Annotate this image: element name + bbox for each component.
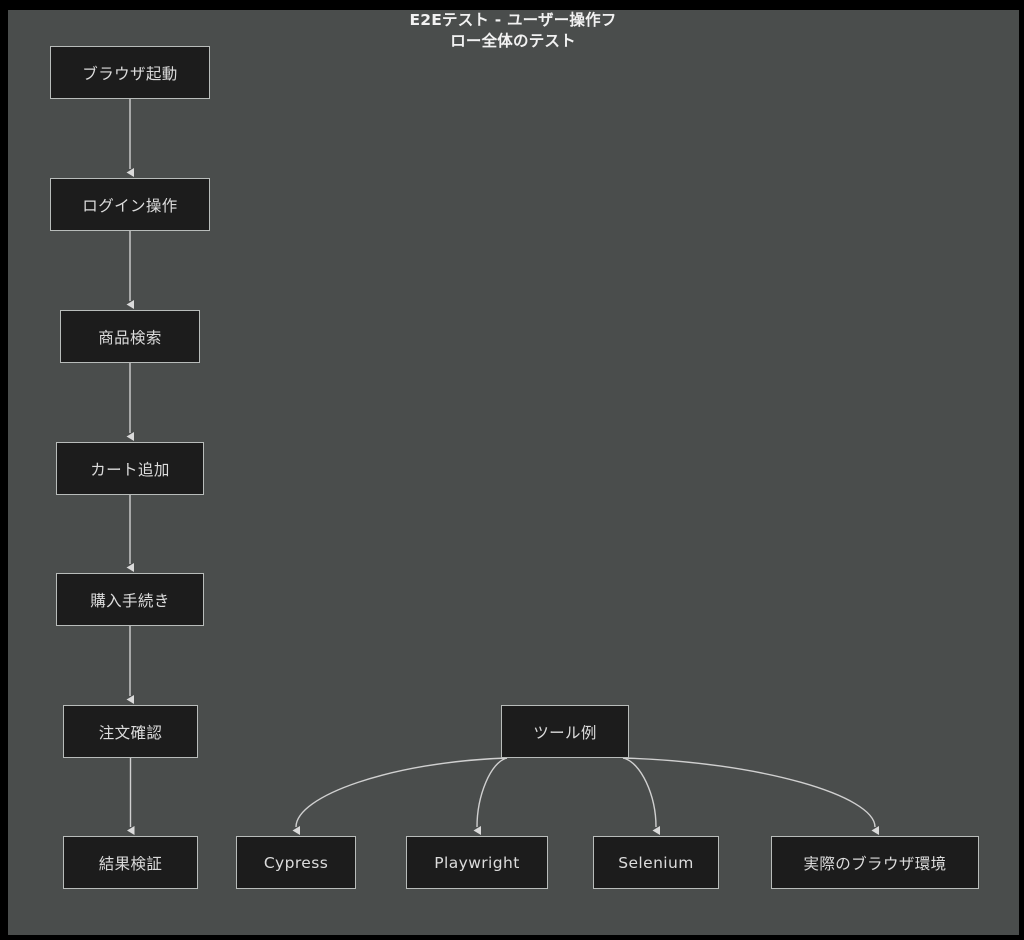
node-label-cypress: Cypress [263, 853, 329, 872]
node-label-order-confirm: 注文確認 [98, 723, 163, 742]
diagram-title-line-2: ロー全体のテスト [450, 32, 576, 50]
diagram-title: E2Eテスト - ユーザー操作フ ロー全体のテスト [343, 10, 683, 52]
node-order-confirm[interactable]: 注文確認 [63, 705, 198, 758]
node-label-tool-examples: ツール例 [533, 723, 597, 742]
node-label-product-search: 商品検索 [98, 328, 162, 347]
edge-tool-examples-to-playwright [473, 757, 508, 836]
edge-tool-examples-to-browser-env [622, 757, 880, 835]
node-login-action[interactable]: ログイン操作 [50, 178, 210, 231]
node-label-login-action: ログイン操作 [82, 196, 178, 215]
node-purchase-process[interactable]: 購入手続き [56, 573, 204, 626]
node-label-playwright: Playwright [434, 853, 520, 872]
node-label-result-verify: 結果検証 [98, 854, 163, 873]
tool-edge-group [292, 757, 880, 836]
node-tool-examples[interactable]: ツール例 [501, 705, 629, 758]
node-product-search[interactable]: 商品検索 [60, 310, 200, 363]
node-label-purchase-process: 購入手続き [90, 591, 170, 610]
node-cart-add[interactable]: カート追加 [56, 442, 204, 495]
node-playwright[interactable]: Playwright [406, 836, 548, 889]
edge-tool-examples-to-selenium [622, 757, 661, 835]
diagram-title-line-1: E2Eテスト - ユーザー操作フ [409, 11, 617, 29]
node-selenium[interactable]: Selenium [593, 836, 719, 889]
node-result-verify[interactable]: 結果検証 [63, 836, 198, 889]
edge-tool-examples-to-cypress [292, 757, 508, 836]
node-browser-env[interactable]: 実際のブラウザ環境 [771, 836, 979, 889]
node-label-cart-add: カート追加 [90, 460, 170, 479]
diagram-canvas: E2Eテスト - ユーザー操作フ ロー全体のテスト ブラウザ起動ログイン操作商品… [8, 10, 1019, 935]
node-label-browser-launch: ブラウザ起動 [82, 64, 178, 83]
node-cypress[interactable]: Cypress [236, 836, 356, 889]
node-label-browser-env: 実際のブラウザ環境 [803, 854, 947, 873]
node-browser-launch[interactable]: ブラウザ起動 [50, 46, 210, 99]
node-label-selenium: Selenium [618, 853, 694, 872]
